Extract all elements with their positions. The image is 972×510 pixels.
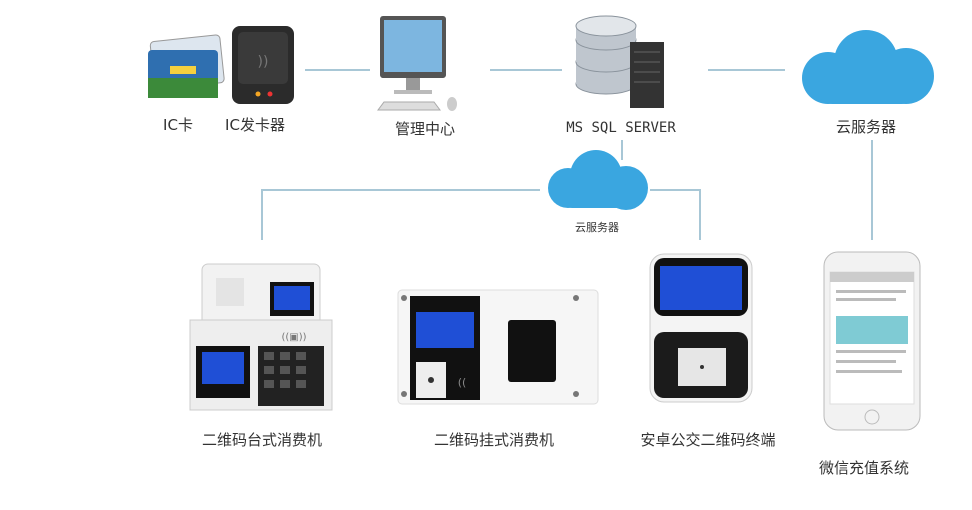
cloud-server-icon (802, 30, 934, 104)
label-cloud-server: 云服务器 (835, 118, 897, 136)
label-card-issuer: IC发卡器 (225, 116, 285, 134)
label-wechat-recharge: 微信充值系统 (818, 459, 910, 477)
label-wall-terminal: 二维码挂式消费机 (433, 431, 555, 449)
wall-terminal-device: (( (397, 289, 599, 405)
desktop-terminal-device: ((▣)) (189, 263, 333, 411)
label-desktop-terminal: 二维码台式消费机 (201, 431, 323, 449)
svg-text:((▣)): ((▣)) (281, 332, 306, 343)
cloud-server-small-icon (548, 150, 648, 210)
bus-terminal-device (649, 253, 753, 403)
label-cloud-server-small: 云服务器 (575, 221, 619, 234)
link-cloud-to-desktop (261, 189, 540, 240)
label-bus-terminal: 安卓公交二维码终端 (640, 431, 776, 449)
svg-text:((: (( (458, 376, 467, 389)
label-management-center: 管理中心 (394, 120, 456, 138)
computer-icon (377, 16, 457, 111)
link-cloud-to-bus (650, 189, 701, 240)
card-reader-icon: )) (232, 26, 294, 104)
label-database-server: MS SQL SERVER (566, 120, 676, 136)
database-server-icon (575, 15, 664, 108)
wechat-phone-device (823, 251, 921, 431)
ic-card-icon (148, 34, 225, 98)
svg-text:)): )) (258, 54, 269, 70)
label-ic-card: IC卡 (163, 116, 193, 134)
